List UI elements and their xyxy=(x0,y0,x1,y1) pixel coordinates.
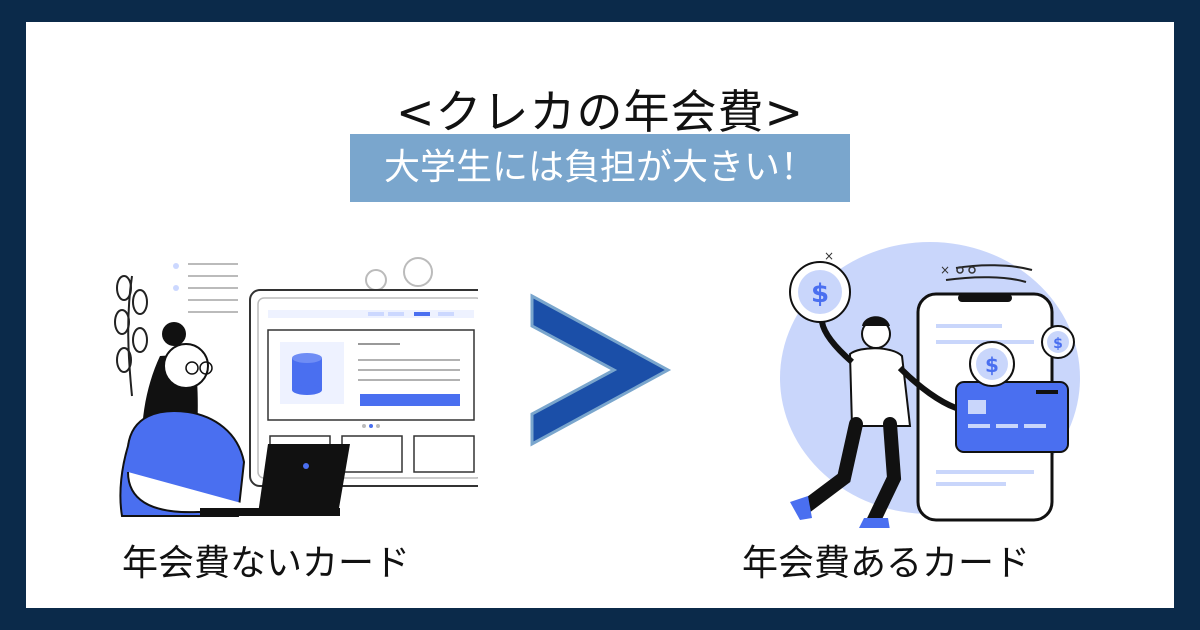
svg-text:×: × xyxy=(940,263,950,277)
greater-than-icon xyxy=(530,293,672,447)
man-figure xyxy=(790,316,958,528)
svg-text:×: × xyxy=(824,249,834,263)
credit-card-icon xyxy=(955,381,1069,453)
page-title: <クレカの年会費> xyxy=(395,85,805,139)
no-annual-fee-label: 年会費ないカード xyxy=(122,543,411,584)
laptop-icon xyxy=(200,444,350,516)
text-lines-decoration xyxy=(188,263,238,313)
gear-icon xyxy=(365,257,433,291)
database-icon xyxy=(292,353,322,395)
dollar-coin-icon: $ $ $ xyxy=(789,261,1075,387)
subtitle-banner: 大学生には負担が大きい！ xyxy=(350,134,850,202)
content-panel: <クレカの年会費> 大学生には負担が大きい！ xyxy=(26,22,1174,608)
annual-fee-label: 年会費あるカード xyxy=(742,543,1031,584)
no-fee-card-illustration xyxy=(114,257,478,517)
woman-figure xyxy=(119,322,274,517)
plant-icon xyxy=(114,275,148,397)
svg-text:$: $ xyxy=(1053,336,1063,352)
annual-fee-card-illustration: × × × × xyxy=(780,242,1080,528)
svg-text:$: $ xyxy=(985,353,999,377)
svg-text:$: $ xyxy=(811,279,829,309)
